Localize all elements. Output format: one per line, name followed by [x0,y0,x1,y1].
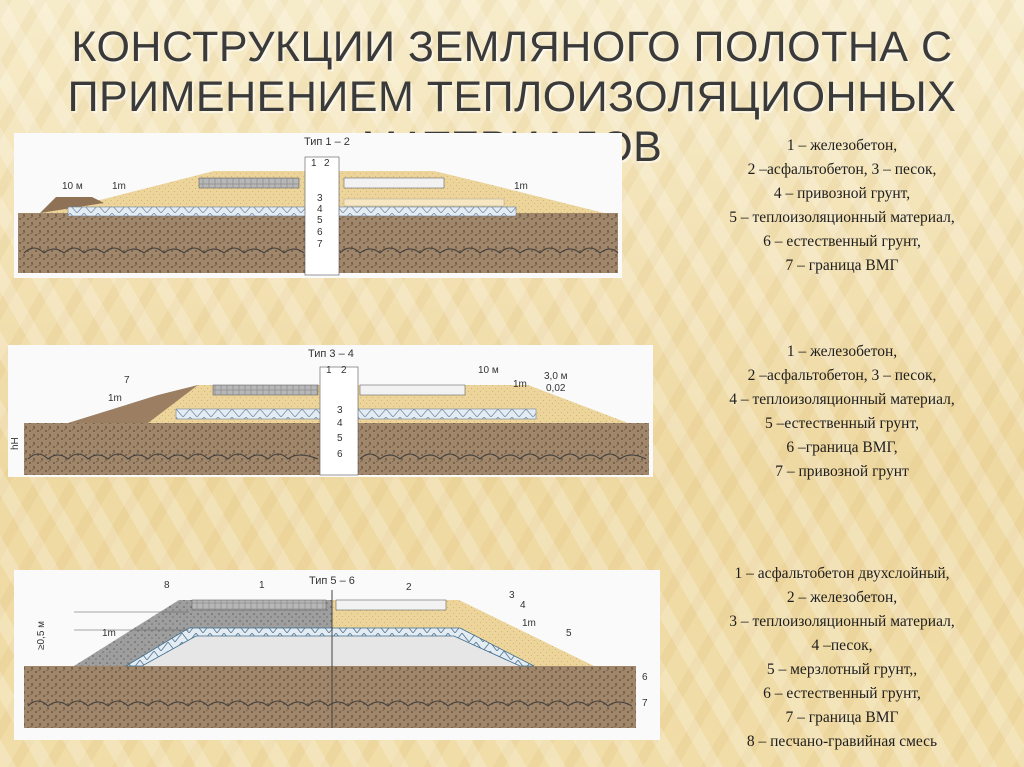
label-6: 6 [317,227,323,238]
label-3: 3 [509,590,515,601]
legend-item: 5 –естественный грунт, [765,415,919,432]
diagram-3-title: Тип 5 – 6 [309,575,355,587]
diagram-type-3-4: Тип 3 – 4 1 2 3 4 5 6 7 1m 1m 10 м 3,0 м… [8,345,653,477]
slope-right-label: 1m [522,618,536,629]
legend-item: 6 – естественный грунт, [763,685,921,702]
legend-item: 4 –песок, [811,637,873,654]
asphalt-layer [191,599,327,611]
legend-item: 8 – песчано-гравийная смесь [746,733,938,750]
slope-right-label: 1m [513,379,527,390]
depth-note-label: hН [10,437,21,450]
legend-item: 1 – асфальтобетон двухслойный, [734,565,950,582]
vmg-boundary-line [27,453,647,460]
label-3: 3 [317,193,323,204]
label-5: 5 [317,215,323,226]
insulation-layer [67,206,517,217]
legend-item: 2 – железобетон, [786,589,898,606]
legend-item: 2 –асфальтобетон, 3 – песок, [747,367,937,384]
label-8: 8 [164,580,170,591]
vmg-boundary-line [27,700,633,707]
label-7: 7 [317,239,323,250]
sand-strip [343,198,505,207]
center-axis [304,156,340,276]
legend-item: 1 – железобетон, [786,343,898,360]
diagram-2-title: Тип 3 – 4 [308,348,354,360]
label-6: 6 [642,672,648,683]
label-3: 3 [337,405,343,416]
asphalt-layer [212,384,319,396]
legend-type-3-4: 1 – железобетон, 2 –асфальтобетон, 3 – п… [672,340,1012,484]
legend-item: 3 – теплоизоляционный материал, [729,613,955,630]
label-5: 5 [337,433,343,444]
legend-item: 5 – теплоизоляционный материал, [729,209,955,226]
concrete-layer [359,384,466,396]
height-note-label: 10 м [478,365,499,376]
concrete-layer [343,177,445,189]
legend-item: 4 – теплоизоляционный материал, [729,391,955,408]
frozen-soil-core [142,632,524,666]
label-4: 4 [520,600,526,611]
legend-item: 6 –граница ВМГ, [786,439,898,456]
vmg-boundary-line [23,247,619,254]
height-note-label: ≥0,5 м [36,621,47,650]
slope-left-label: 1m [102,628,116,639]
legend-type-5-6: 1 – асфальтобетон двухслойный, 2 – желез… [672,562,1012,754]
left-berm [40,197,104,213]
label-7: 7 [124,375,130,386]
label-1: 1 [311,158,317,169]
label-5: 5 [566,628,572,639]
legend-item: 7 – граница ВМГ [785,257,899,274]
legend-item: 1 – железобетон, [786,137,898,154]
label-4: 4 [317,204,323,215]
legend-item: 5 – мерзлотный грунт,, [766,661,918,678]
label-2: 2 [341,365,347,376]
label-7: 7 [642,698,648,709]
legend-type-1-2: 1 – железобетон, 2 –асфальтобетон, 3 – п… [672,134,1012,278]
slope-left-label: 1m [112,181,126,192]
slide-title-line-1: КОНСТРУКЦИИ ЗЕМЛЯНОГО ПОЛОТНА С [71,23,953,71]
center-axis [319,366,359,476]
width-note-label: 3,0 м [544,371,568,382]
legend-item: 2 –асфальтобетон, 3 – песок, [747,161,937,178]
legend-item: 4 – привозной грунт, [773,185,911,202]
asphalt-layer [198,177,300,189]
natural-soil-layer [24,666,636,728]
label-1: 1 [326,365,332,376]
label-4: 4 [337,418,343,429]
diagram-type-1-2: Тип 1 – 2 1 2 3 4 5 6 7 1m 1m 10 м [14,133,622,278]
slope-right-label: 1m [514,181,528,192]
label-1: 1 [259,580,265,591]
slide-title: КОНСТРУКЦИИ ЗЕМЛЯНОГО ПОЛОТНА С ПРИМЕНЕН… [0,22,1024,172]
berm-width-label: 10 м [62,181,83,192]
slope-left-label: 1m [108,393,122,404]
concrete-layer [335,599,447,611]
legend-item: 6 – естественный грунт, [763,233,921,250]
label-2: 2 [406,582,412,593]
label-6: 6 [337,449,343,460]
diagram-1-title: Тип 1 – 2 [304,136,350,148]
grade-note-label: 0,02 [546,383,566,394]
diagram-type-5-6: Тип 5 – 6 1 2 3 4 5 6 7 8 1m 1m ≥0,5 м [14,570,660,740]
legend-item: 7 – граница ВМГ [785,709,899,726]
legend-item: 7 – привозной грунт [775,463,909,480]
insulation-layer [124,627,535,667]
label-2: 2 [324,158,330,169]
